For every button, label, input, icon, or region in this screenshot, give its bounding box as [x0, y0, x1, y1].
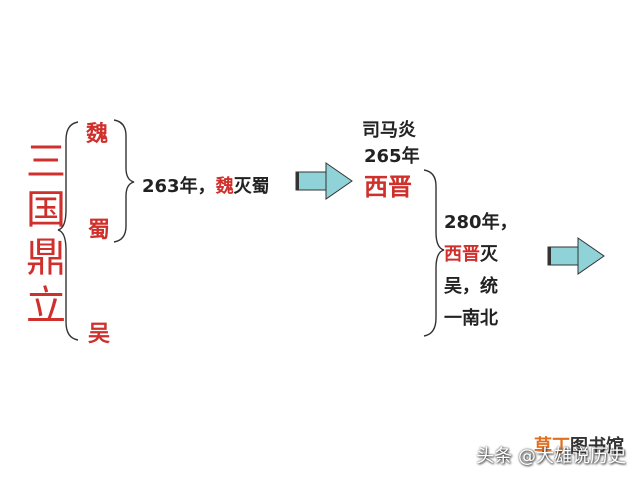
site-name-part2: 图书馆	[570, 436, 624, 457]
event2-line1: 西晋灭	[444, 240, 498, 266]
event1-actor: 魏	[215, 176, 234, 197]
arrow-right-icon	[547, 237, 605, 275]
event2-action: 灭	[480, 244, 498, 265]
jin-year: 265年	[364, 146, 420, 167]
state-shu: 蜀	[88, 218, 111, 243]
arrow-right-icon	[295, 162, 353, 200]
right-brace-wei-shu	[113, 119, 135, 243]
event2-actor: 西晋	[444, 244, 480, 265]
left-brace-open	[57, 121, 79, 341]
watermark: 头条 @大雄说历史	[476, 446, 626, 467]
event1-action: 灭蜀	[233, 176, 270, 197]
event2-line3: 一南北	[444, 308, 498, 329]
event2-line2: 吴，统	[444, 276, 498, 297]
state-wu: 吴	[88, 322, 111, 347]
event-wei-conquers-shu: 263年，魏灭蜀	[142, 172, 270, 198]
right-brace-jin	[423, 169, 445, 337]
state-wei: 魏	[86, 122, 109, 147]
title-three-kingdoms: 三 国 鼎 立	[20, 138, 72, 330]
event1-year: 263年，	[142, 176, 216, 197]
jin-founder: 司马炎	[362, 120, 416, 141]
site-name-part1: 草丁	[534, 436, 570, 457]
jin-name: 西晋	[364, 173, 412, 201]
title-char: 国	[26, 187, 66, 233]
title-char: 三	[26, 139, 66, 185]
site-logo-text: 草丁图书馆	[534, 432, 624, 458]
title-char: 立	[26, 283, 66, 329]
title-char: 鼎	[26, 235, 66, 281]
event2-year: 280年，	[444, 212, 518, 233]
